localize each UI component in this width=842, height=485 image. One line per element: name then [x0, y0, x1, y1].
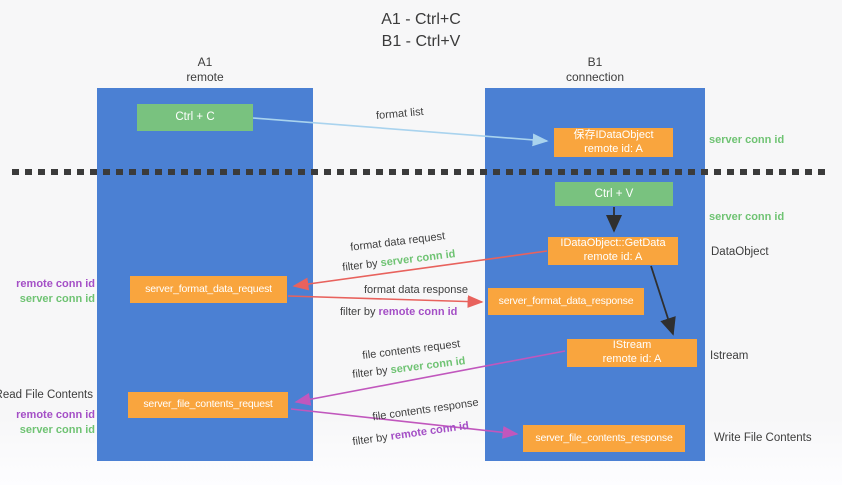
right-server-conn-id-2: server conn id [709, 211, 785, 223]
arrow-format-data-response [287, 295, 484, 308]
node-server-format-data-response-label: server_format_data_response [498, 294, 634, 307]
lane-a-id: A1 [197, 55, 213, 69]
node-istream-title: IStream [612, 339, 652, 352]
node-server-file-contents-response-label: server_file_contents_response [535, 431, 673, 444]
right-server-conn-id-1: server conn id [709, 134, 785, 146]
node-save-idataobject: 保存IDataObject remote id: A [554, 128, 673, 157]
filter-by-text-3: filter by [351, 364, 389, 381]
node-istream-subtitle: remote id: A [602, 353, 662, 365]
node-server-format-data-response: server_format_data_response [488, 288, 644, 315]
node-server-format-data-request-label: server_format_data_request [145, 282, 272, 295]
node-server-file-contents-request-label: server_file_contents_request [143, 398, 273, 411]
node-istream: IStream remote id: A [567, 339, 697, 367]
node-server-format-data-request: server_format_data_request [130, 276, 287, 303]
node-idataobject-getdata-title: IDataObject::GetData [560, 237, 666, 250]
lane-b-role: connection [565, 70, 625, 84]
node-ctrl-c-label: Ctrl + C [175, 111, 215, 124]
server-conn-id-text-1: server conn id [379, 248, 457, 270]
left-read-file-contents: Read File Contents [0, 389, 93, 401]
left-remote-conn-id-1: remote conn id [16, 278, 95, 290]
machine-boundary-dotted-line [12, 169, 830, 175]
flow-label-format-data-response: format data response [364, 284, 468, 296]
remote-conn-id-text-2: remote conn id [389, 419, 470, 443]
remote-conn-id-text-1: remote conn id [378, 306, 458, 318]
left-conn-id-group-2: remote conn id server conn id [16, 408, 95, 438]
left-conn-id-group-1: remote conn id server conn id [16, 277, 95, 307]
left-remote-conn-id-2: remote conn id [16, 409, 95, 421]
node-save-idataobject-subtitle: remote id: A [584, 142, 643, 155]
left-server-conn-id-2: server conn id [19, 423, 95, 436]
node-idataobject-getdata: IDataObject::GetData remote id: A [548, 237, 678, 265]
node-idataobject-getdata-subtitle: remote id: A [583, 251, 643, 263]
server-conn-id-text-2: server conn id [389, 355, 467, 377]
filter-by-text-1: filter by [341, 257, 379, 274]
left-server-conn-id-1: server conn id [19, 292, 95, 305]
lane-b-id: B1 [587, 55, 603, 69]
flow-label-filter-remote-1: filter by remote conn id [340, 306, 457, 318]
lane-b-header: B1 connection [485, 55, 705, 85]
node-ctrl-c: Ctrl + C [137, 104, 253, 131]
filter-by-text-2: filter by [340, 306, 376, 318]
node-save-idataobject-title: 保存IDataObject [573, 128, 654, 141]
filter-by-text-4: filter by [351, 431, 389, 449]
flow-label-filter-remote-2: filter by remote conn id [352, 420, 470, 448]
flow-label-format-list: format list [375, 105, 425, 123]
title-line-2: B1 - Ctrl+V [381, 32, 461, 50]
lane-a-role: remote [186, 70, 224, 84]
lane-a-header: A1 remote [97, 55, 313, 85]
node-server-file-contents-response: server_file_contents_response [523, 425, 685, 452]
flow-label-file-contents-response: file contents response [371, 396, 480, 424]
node-ctrl-v: Ctrl + V [555, 182, 673, 206]
diagram-title: A1 - Ctrl+C B1 - Ctrl+V [0, 9, 842, 52]
right-istream-label: Istream [710, 350, 749, 362]
node-ctrl-v-label: Ctrl + V [594, 187, 634, 200]
right-write-file-contents: Write File Contents [714, 432, 812, 444]
title-line-1: A1 - Ctrl+C [381, 11, 461, 28]
node-server-file-contents-request: server_file_contents_request [128, 392, 288, 418]
right-dataobject-label: DataObject [711, 246, 769, 258]
